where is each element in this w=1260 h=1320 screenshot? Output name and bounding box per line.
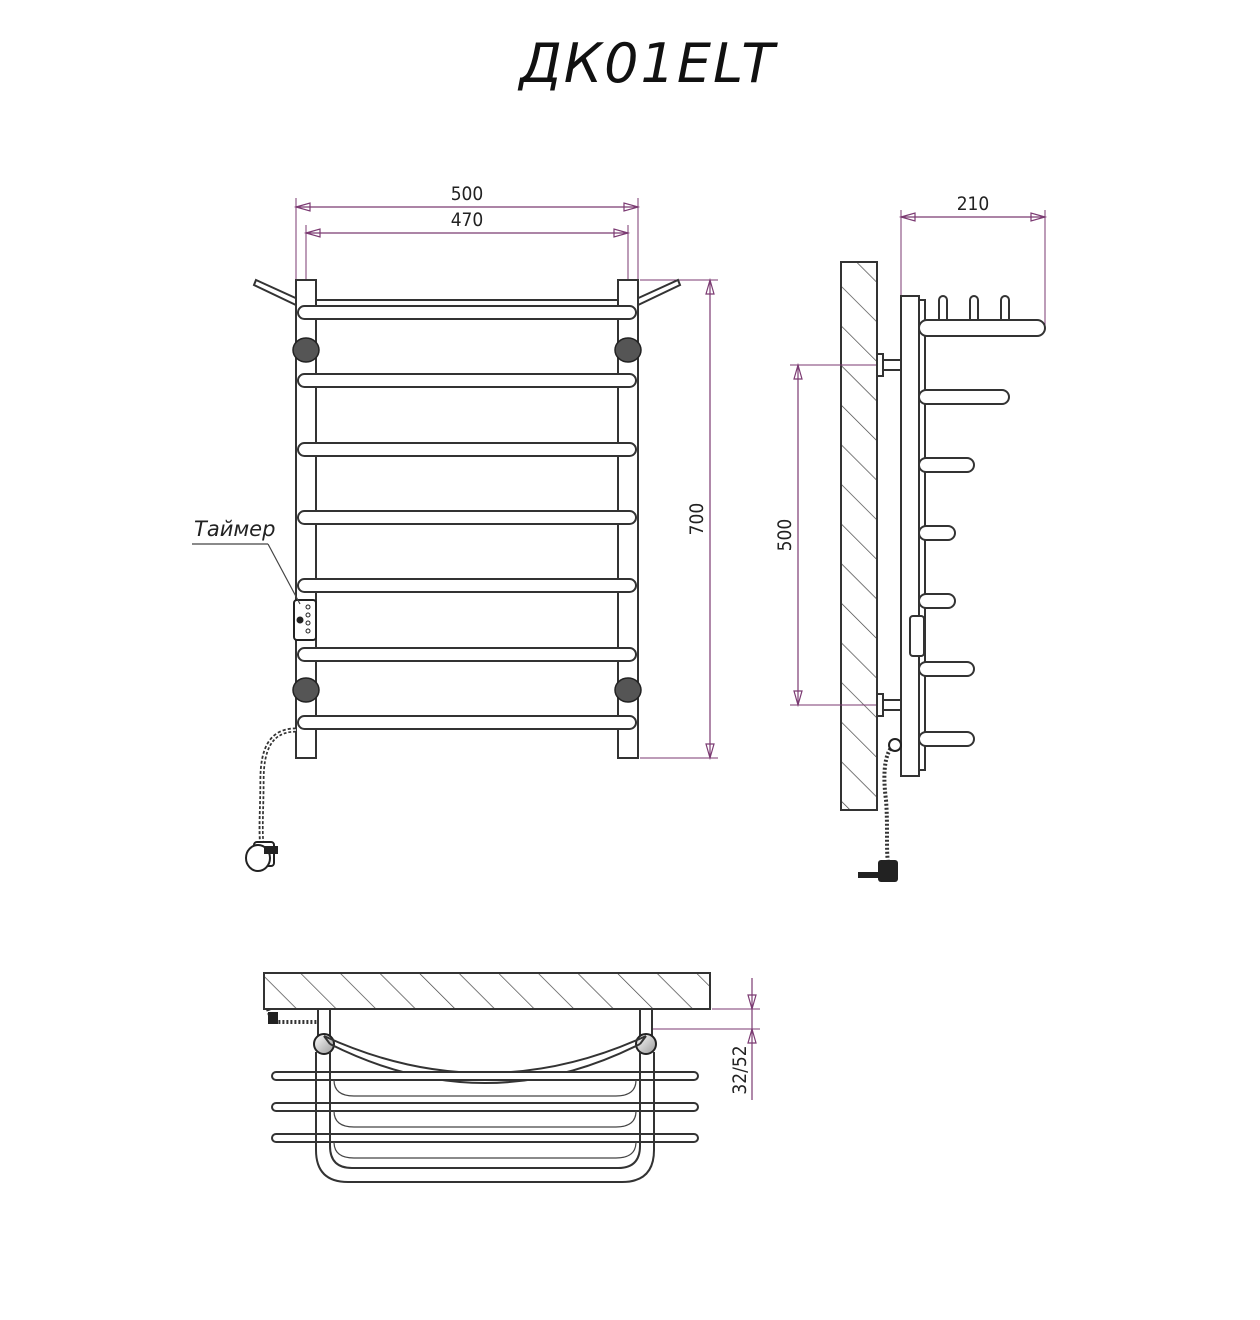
plug-icon-side <box>858 738 902 882</box>
dim-center-distance: 470 <box>451 209 484 231</box>
power-cable <box>258 727 297 847</box>
dim-overall-height: 700 <box>686 503 708 536</box>
wall-section <box>840 261 878 811</box>
plug-icon <box>245 841 278 872</box>
side-view: 210 500 <box>774 193 1048 882</box>
dim-wall-offset: 32/52 <box>729 1045 751 1094</box>
dim-depth: 210 <box>957 193 990 215</box>
top-view: 32/52 <box>263 972 760 1183</box>
timer-label: Таймер <box>194 517 275 541</box>
model-title: ДК01ELT <box>518 32 779 95</box>
timer-unit <box>293 599 317 641</box>
wall-section-top <box>263 972 711 1010</box>
front-view: 500 470 700 <box>192 183 718 872</box>
dim-overall-width: 500 <box>451 183 484 205</box>
dim-mount-height: 500 <box>774 519 796 552</box>
